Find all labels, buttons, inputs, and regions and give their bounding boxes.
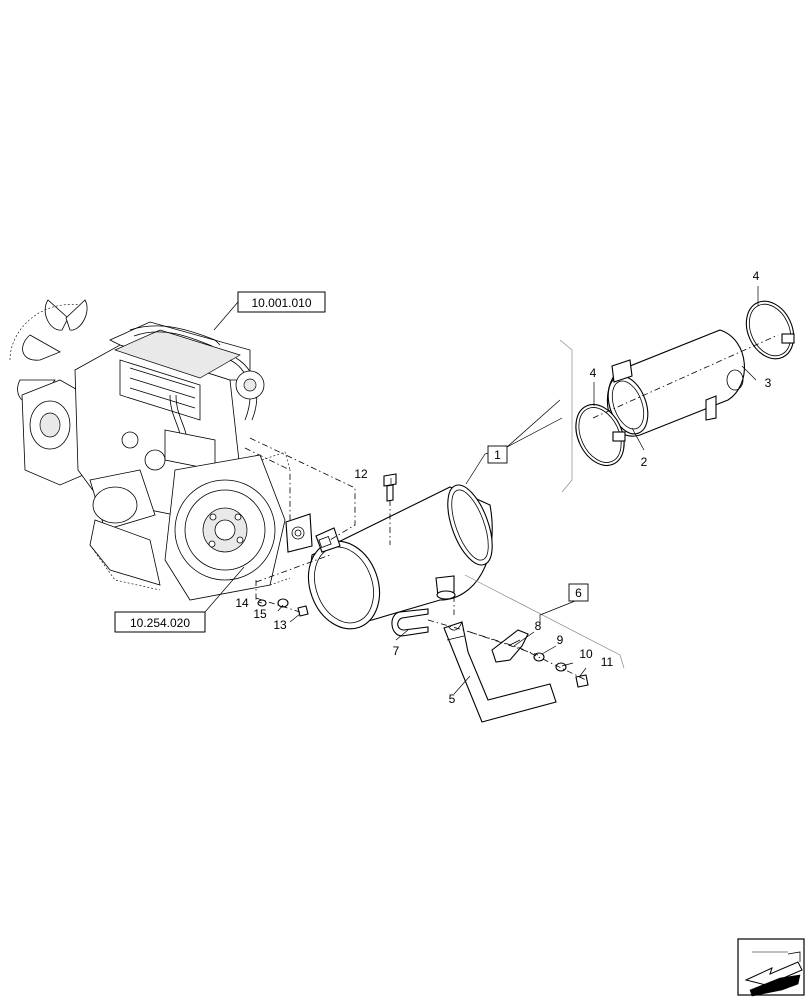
callout-4-left: 4: [590, 366, 597, 380]
callout-3: 3: [765, 376, 772, 390]
mounting-bracket: [491, 629, 529, 663]
callout-11: 11: [601, 655, 614, 669]
callout-1: 1: [494, 448, 501, 462]
callout-14: 14: [235, 596, 249, 610]
callout-6: 6: [575, 586, 582, 600]
reference-box-bottom[interactable]: 10.254.020: [114, 611, 206, 633]
callout-5: 5: [449, 692, 456, 706]
callout-7: 7: [393, 644, 400, 658]
callout-15: 15: [253, 607, 267, 621]
muffler-assembly: [307, 484, 493, 630]
callout-4-right: 4: [753, 269, 760, 283]
muffler-detail-exploded: [559, 300, 795, 493]
callout-9: 9: [557, 633, 564, 647]
callout-box-6: 6: [568, 583, 589, 602]
u-bolt: [391, 608, 429, 637]
assembly-centre-lines: [244, 334, 779, 681]
reference-box-top[interactable]: 10.001.010: [237, 291, 326, 313]
callout-10: 10: [579, 647, 593, 661]
reference-label-bottom: 10.254.020: [130, 616, 190, 630]
callout-box-1: 1: [487, 445, 508, 464]
callout-2: 2: [641, 455, 648, 469]
callout-13: 13: [273, 618, 287, 632]
tailpipe: [443, 621, 557, 723]
callout-leaders: [204, 286, 759, 695]
engine-assembly: [9, 299, 291, 601]
flange-gasket: [285, 513, 313, 553]
callout-numbers: 2 3 4 4 5 7 8 9 10 11 12 13 14 15: [235, 269, 771, 706]
hardware-items: [257, 473, 589, 688]
reference-label-top: 10.001.010: [251, 296, 311, 310]
previous-page-arrow-icon[interactable]: [737, 938, 805, 997]
callout-8: 8: [535, 619, 542, 633]
callout-12: 12: [354, 467, 368, 481]
